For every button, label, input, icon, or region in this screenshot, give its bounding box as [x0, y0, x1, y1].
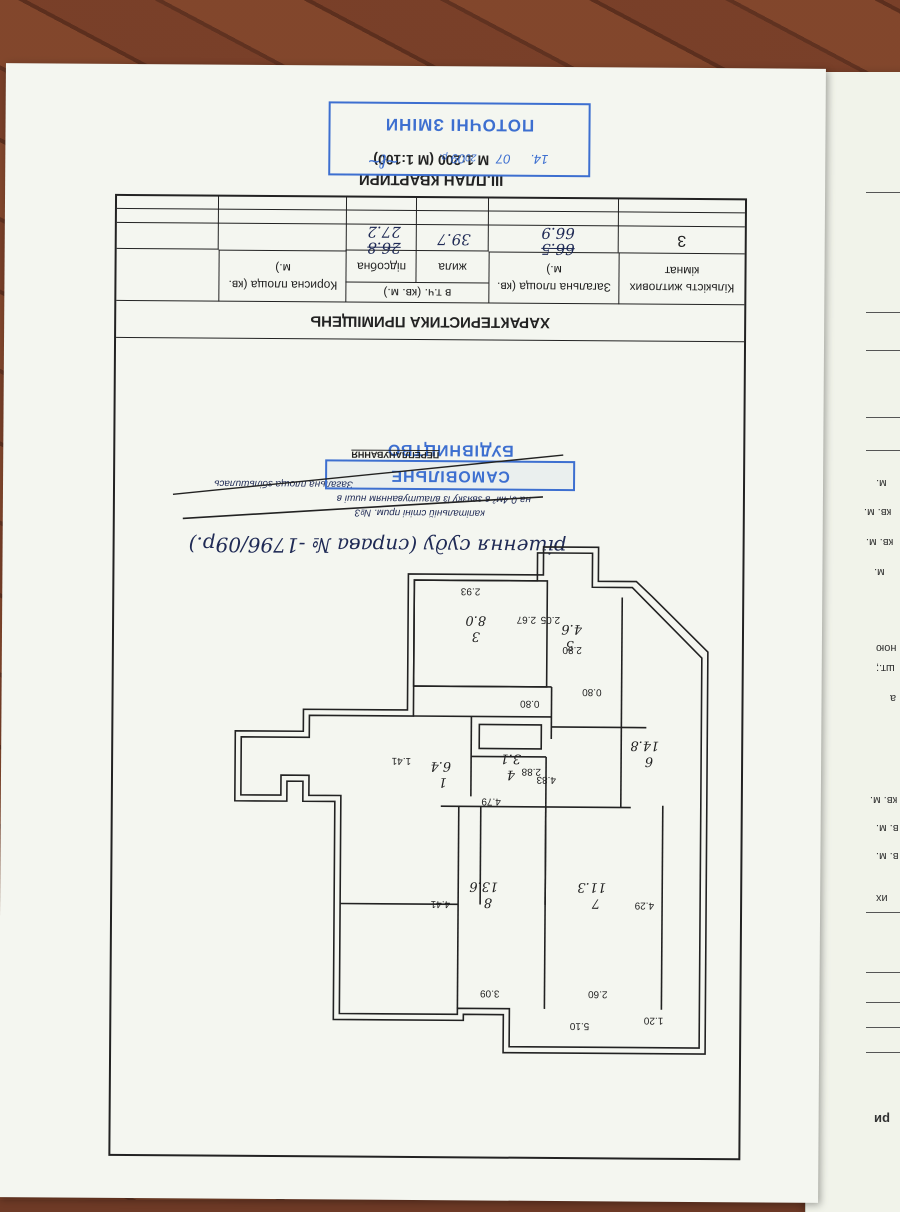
dimension-label: 4.29: [634, 900, 654, 911]
room-1-label: 1: [439, 774, 447, 789]
side-fragment: кв. м.: [870, 794, 897, 806]
floor-plan: 5.10 1.20 2.60 3.09 4.29 4.41 4.79 1.41 …: [110, 196, 745, 1158]
dimension-label: 1.20: [643, 1015, 663, 1026]
dimension-label: 0.80: [582, 686, 602, 697]
dimension-label: 0.80: [520, 698, 540, 709]
dimension-label: 2.60: [588, 988, 608, 999]
room-7-label: 7: [591, 895, 600, 910]
dimension-label: 5.10: [569, 1020, 589, 1031]
side-fragment: м.: [876, 477, 887, 489]
stamp-year-prefix: 20: [465, 151, 476, 162]
dimension-label: 4.41: [430, 898, 450, 909]
side-fragment: в. м.: [876, 850, 899, 862]
dimension-label: 2.67: [516, 614, 536, 625]
plan-frame: III.ПЛАН КВАРТИРИ М 1:200 (М 1:100) ХАРА…: [108, 194, 747, 1160]
stamp-title: ПОТОЧНІ ЗМІНИ: [330, 113, 588, 135]
stamp-suffix: р.: [439, 151, 447, 162]
room-1-area: 6.4: [430, 758, 451, 773]
side-fragment: их: [876, 892, 888, 904]
room-3-label: 3: [472, 628, 480, 643]
stamp-year: 09: [451, 151, 466, 166]
room-6-label: 6: [645, 754, 653, 769]
room-8-area: 13.6: [469, 878, 498, 893]
side-fragment: в. м.: [876, 822, 899, 834]
dimension-label: 2.93: [460, 585, 480, 596]
stamp-day: 14.: [530, 152, 548, 167]
side-fragment: ною: [876, 642, 896, 654]
side-fragment: а: [890, 692, 896, 704]
dimension-label: 4.83: [536, 774, 556, 785]
room-3-area: 8.0: [465, 612, 486, 627]
room-4-label: 4: [507, 767, 516, 782]
document-sheet: III.ПЛАН КВАРТИРИ М 1:200 (М 1:100) ХАРА…: [0, 63, 826, 1203]
side-fragment: м.: [874, 566, 885, 578]
stamp-date: 14. 07 2009 р.: [439, 151, 548, 167]
current-changes-stamp: ПОТОЧНІ ЗМІНИ 14. 07 2009 р. ~ℓ~: [328, 101, 591, 177]
room-5-area: 4.6: [561, 621, 583, 636]
signature: ~ℓ~: [368, 149, 398, 172]
side-fragment: кв. м.: [866, 536, 893, 548]
room-8-label: 8: [484, 895, 492, 910]
dimension-label: 1.41: [391, 755, 411, 766]
room-5-label: 5: [566, 637, 574, 652]
room-4-area: 3.1: [500, 751, 521, 766]
side-fragment: кв. м.: [864, 506, 891, 518]
room-6-area: 14.8: [630, 738, 659, 753]
dimension-label: 4.79: [481, 795, 501, 806]
stamp-month: 07: [496, 152, 511, 167]
dimension-label: 3.09: [480, 987, 500, 998]
side-fragment: шт.;: [876, 662, 895, 674]
dimension-label: 2.05: [540, 614, 560, 625]
room-7-area: 11.3: [577, 879, 606, 894]
side-fragment: ри: [874, 1112, 890, 1127]
